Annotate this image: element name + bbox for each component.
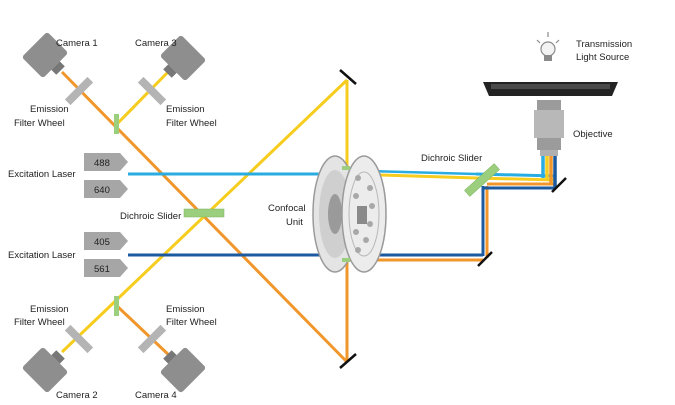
transmission-light-source-label-line2: Light Source [576,52,629,63]
dichroic-slider-left [183,208,225,218]
emission-filter-wheel-camera3 [137,76,167,106]
objective-icon [534,100,564,156]
mirrors [339,69,567,369]
emission-filter-wheel-bl-label-line1: Emission [30,304,69,315]
labels: Camera 1 Camera 3 Camera 2 Camera 4 Emis… [8,38,632,401]
mirror-bottom [339,353,357,369]
camera-2-label: Camera 2 [56,390,98,401]
emission-filter-wheel-camera4 [137,324,167,354]
mirror-right [551,177,567,193]
sample-stage-icon [483,82,618,96]
cameras [22,32,206,393]
camera-1-label: Camera 1 [56,38,98,49]
emission-filter-wheel-br-label-line1: Emission [166,304,205,315]
excitation-laser-top-label: Excitation Laser [8,169,76,180]
emission-filter-wheel-tl-label-line2: Filter Wheel [14,118,65,129]
emission-filter-wheel-bl-label-line2: Filter Wheel [14,317,65,328]
emission-filter-wheel-tr-label-line1: Emission [166,104,205,115]
laser-488-box: 488 [84,153,128,171]
confocal-unit-label-line1: Confocal [268,203,306,214]
mirror-top [339,69,357,85]
laser-boxes: 488 640 405 561 [84,153,128,277]
confocal-unit-label-line2: Unit [286,217,303,228]
filters [64,76,500,354]
yellow-beam-camera3 [115,70,170,126]
confocal-unit-icon [312,155,387,273]
camera-4-label: Camera 4 [135,390,177,401]
camera-3-icon [160,35,206,81]
laser-405-label: 405 [94,237,110,248]
mirror-lower-right [477,251,493,267]
excitation-laser-bottom-label: Excitation Laser [8,250,76,261]
filter-bottom-small [114,296,119,316]
emission-filter-wheel-tl-label-line1: Emission [30,104,69,115]
camera-3-label: Camera 3 [135,38,177,49]
laser-561-box: 561 [84,259,128,277]
camera-1-icon [22,32,68,78]
dichroic-slider-right-label: Dichroic Slider [421,153,482,164]
emission-filter-wheel-camera2 [64,324,94,354]
dichroic-slider-left-label: Dichroic Slider [120,211,181,222]
laser-640-box: 640 [84,180,128,198]
camera-2-icon [22,347,68,393]
blue-beam-to-slider [367,169,477,176]
laser-405-box: 405 [84,232,128,250]
laser-561-label: 561 [94,264,110,275]
objective-label: Objective [573,129,613,140]
camera-4-icon [160,347,206,393]
laser-640-label: 640 [94,185,110,196]
emission-filter-wheel-br-label-line2: Filter Wheel [166,317,217,328]
lightbulb-icon [536,32,560,61]
orange-beam-camera4 [115,304,174,360]
dichroic-slider-right [464,163,500,197]
emission-filter-wheel-camera1 [64,76,94,106]
transmission-light-source-label-line1: Transmission [576,39,632,50]
laser-488-label: 488 [94,158,110,169]
emission-filter-wheel-tr-label-line2: Filter Wheel [166,118,217,129]
filter-top-small [114,114,119,134]
